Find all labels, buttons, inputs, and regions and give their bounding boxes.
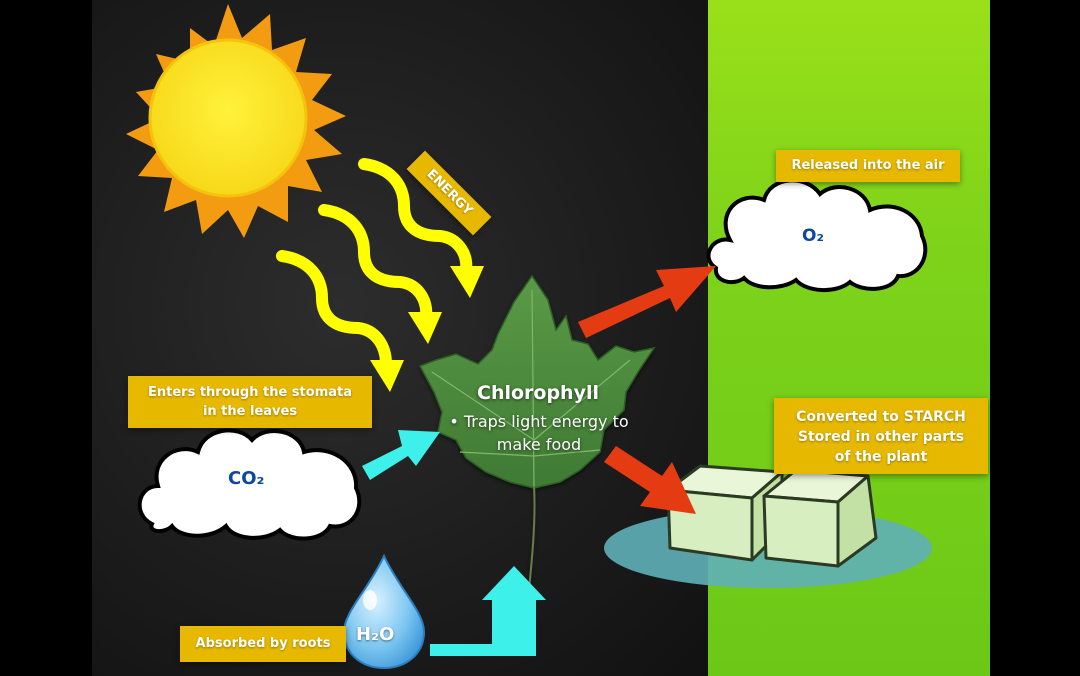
water-arrow [430,566,546,656]
chlorophyll-title: Chlorophyll [477,382,599,404]
sun-core [148,38,308,198]
roots-label-text: Absorbed by roots [195,636,331,651]
energy-waves [276,158,473,370]
energy-wave-1 [358,158,473,276]
released-label-text: Released into the air [791,158,945,173]
starch-label-line3: of the plant [834,449,928,465]
starch-cubes-icon [666,464,878,568]
roots-label: Absorbed by roots [180,626,346,662]
leaf-icon [418,274,656,601]
starch-label-line2: Stored in other parts [797,429,965,445]
oxygen-formula: O₂ [802,226,824,246]
energy-wave-2 [318,204,433,324]
letterbox-left [0,0,92,676]
carbon-dioxide-arrow [362,430,440,480]
stomata-label: Enters through the stomata in the leaves [128,376,372,428]
oxygen-arrow [578,266,716,338]
starch-label: Converted to STARCH Stored in other part… [774,398,988,474]
water-drop-icon [342,553,426,670]
energy-wave-3 [276,250,392,370]
oxygen-cloud [706,178,928,293]
sun-icon [126,4,346,238]
energy-arrowheads [370,266,484,392]
carbon-dioxide-cloud [137,428,362,541]
released-label: Released into the air [776,150,960,182]
letterbox-right [990,0,1080,676]
stomata-label-line1: Enters through the stomata [148,385,352,400]
starch-label-line1: Converted to STARCH [796,409,966,425]
stomata-label-line2: in the leaves [202,404,298,419]
carbon-dioxide-formula: CO₂ [228,468,265,489]
starch-arrow [604,446,696,514]
chlorophyll-description: • Traps light energy to make food [449,412,629,454]
input-arrows [362,430,546,656]
water-formula: H₂O [356,624,395,645]
output-arrows [578,266,716,514]
